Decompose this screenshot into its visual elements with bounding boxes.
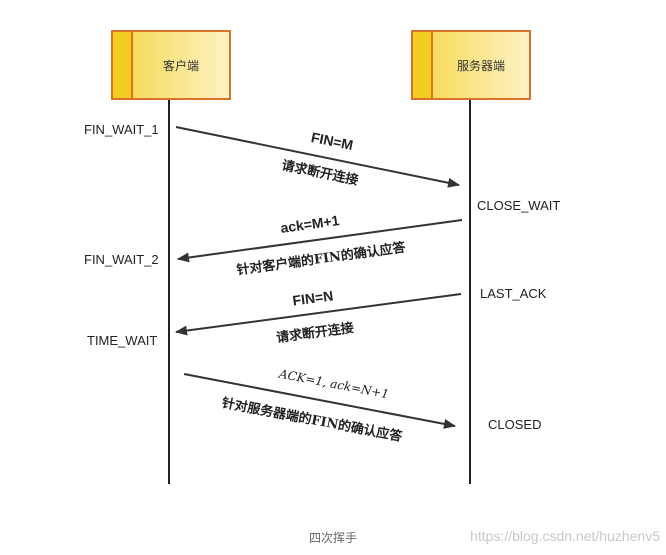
server-state-close-wait: CLOSE_WAIT: [477, 198, 561, 213]
msg1-top: FIN=M: [310, 129, 355, 153]
client-box-band: [113, 32, 133, 98]
server-state-last-ack: LAST_ACK: [480, 286, 547, 301]
msg3-bottom: 请求断开连接: [275, 320, 354, 346]
msg2-top: ack=M+1: [279, 212, 340, 236]
client-box: 客户端: [111, 30, 231, 100]
figure-caption: 四次挥手: [308, 531, 357, 545]
arrow-ack-m1: [177, 219, 463, 263]
msg3-top: FIN=N: [292, 287, 335, 308]
client-state-fin-wait-2: FIN_WAIT_2: [84, 252, 159, 267]
arrow-fin-m: [175, 126, 460, 188]
client-state-time-wait: TIME_WAIT: [87, 333, 158, 348]
msg2-bottom: 针对客户端的FIN的确认应答: [235, 239, 408, 278]
server-state-closed: CLOSED: [488, 417, 542, 432]
arrow-fin-n: [175, 293, 462, 336]
client-label: 客户端: [162, 58, 199, 73]
server-box: 服务器端: [411, 30, 531, 100]
msg4-bottom: 针对服务器端的FIN的确认应答: [220, 395, 405, 445]
server-box-band: [413, 32, 433, 98]
arrow-ack-n1: [183, 373, 456, 429]
watermark: https://blog.csdn.net/huzhenv5: [470, 528, 660, 544]
server-label: 服务器端: [456, 58, 505, 73]
client-state-fin-wait-1: FIN_WAIT_1: [84, 122, 159, 137]
